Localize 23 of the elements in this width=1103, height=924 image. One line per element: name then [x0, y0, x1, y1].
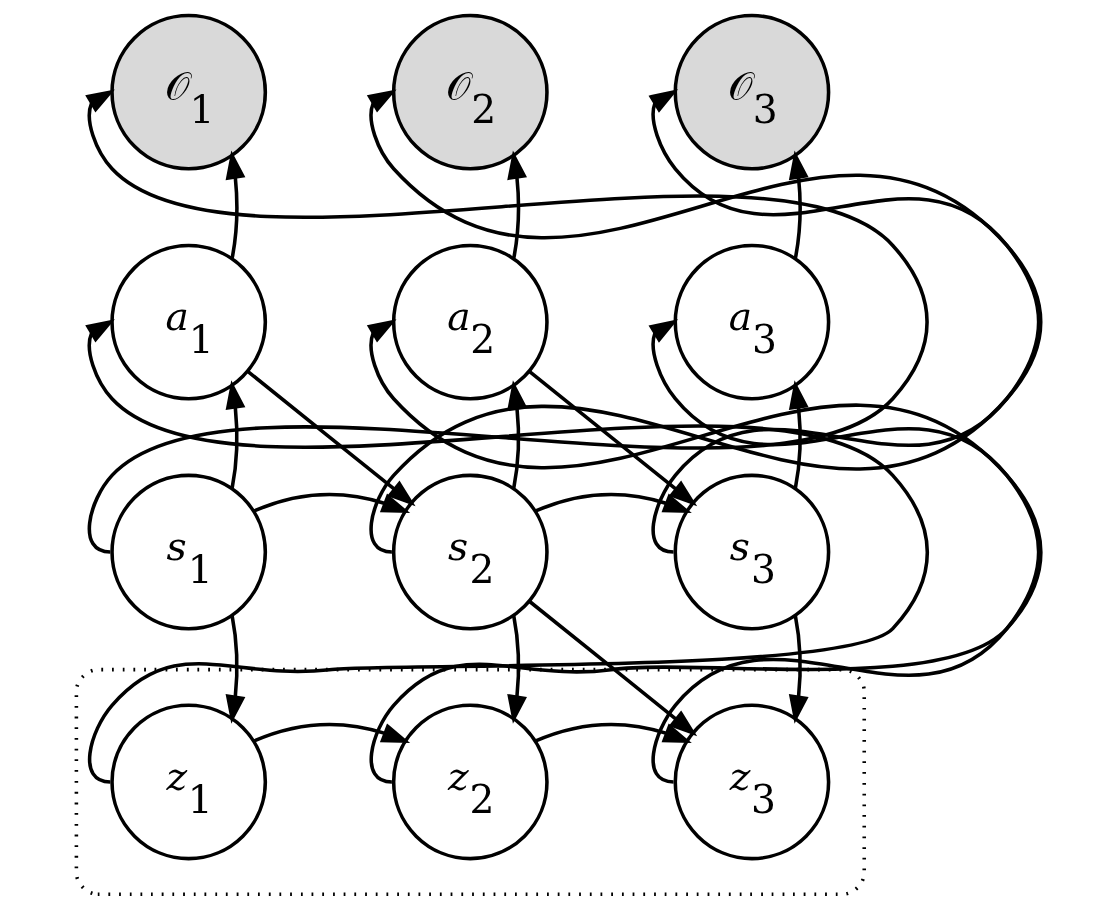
arrow — [366, 89, 1043, 554]
arrow — [534, 492, 692, 514]
arrow — [528, 599, 698, 737]
arrow — [528, 369, 698, 507]
arrow — [252, 722, 411, 743]
arrow — [252, 492, 411, 514]
arrow — [507, 380, 527, 489]
arrow — [788, 380, 809, 489]
arrow — [788, 150, 809, 259]
arrow — [225, 150, 246, 259]
arrow — [507, 150, 527, 259]
arrow — [648, 319, 1041, 784]
arrow — [507, 615, 527, 724]
arrow — [85, 89, 929, 554]
arrow — [366, 319, 1043, 784]
arrow — [225, 615, 246, 724]
arrow — [225, 380, 246, 489]
arrow — [648, 89, 1041, 554]
arrow — [85, 319, 929, 784]
arrow — [246, 369, 416, 507]
arrow — [788, 615, 809, 724]
arrow — [534, 722, 692, 743]
cluster — [74, 667, 866, 896]
